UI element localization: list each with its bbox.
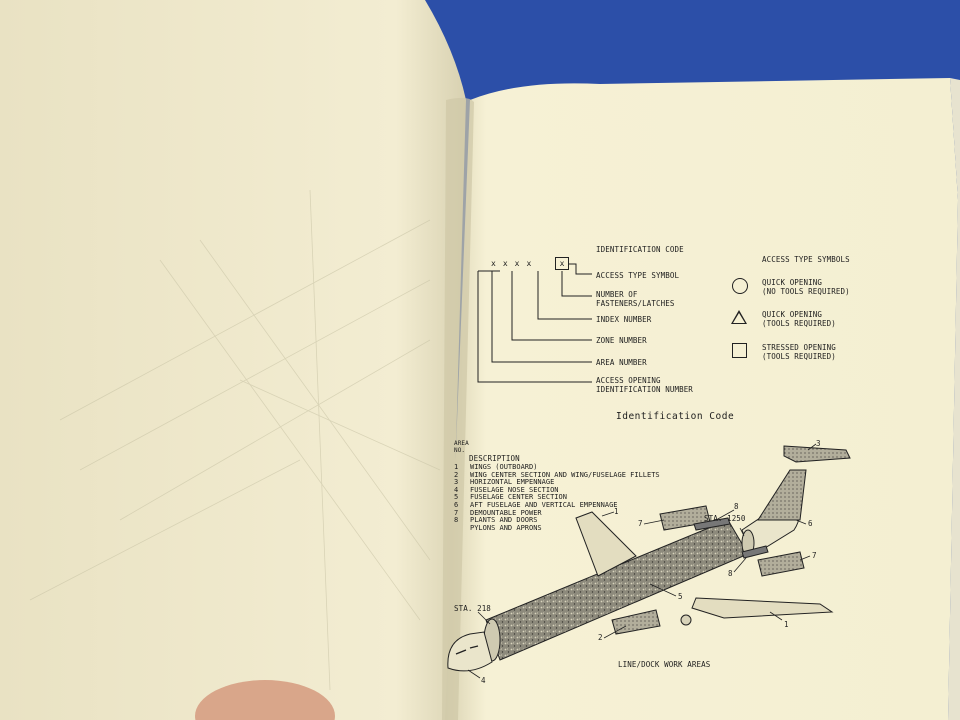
symbol-label-quick-no-tools: QUICK OPENING (NO TOOLS REQUIRED) (762, 278, 850, 296)
horizontal-tail (783, 445, 851, 463)
nose-section (447, 631, 493, 672)
table-row: 4 FUSELAGE NOSE SECTION (454, 485, 660, 495)
vertical-tail (757, 469, 807, 521)
area-table: 1 WINGS (OUTBOARD) 2 WING CENTER SECTION A… (454, 463, 660, 533)
sta-rear-label: STA. 1250 (704, 514, 746, 523)
area-no: 4 (454, 485, 459, 494)
table-row: PYLONS AND APRONS (454, 523, 660, 533)
table-row: 7 DEMOUNTABLE POWER (454, 508, 660, 518)
callout-5: 5 (678, 592, 683, 601)
right-page (445, 78, 958, 720)
label-area-number: AREA NUMBER (596, 358, 647, 367)
area-desc: AFT FUSELAGE AND VERTICAL EMPENNAGE (470, 500, 618, 509)
area-col-desc: DESCRIPTION (469, 454, 520, 463)
area-no: 2 (454, 470, 459, 479)
circle-icon (732, 278, 748, 294)
callout-7-lower: 7 (812, 551, 817, 560)
callout-4: 4 (481, 676, 486, 685)
area-desc: PYLONS AND APRONS (470, 523, 542, 532)
area-desc: HORIZONTAL EMPENNAGE (470, 478, 555, 487)
callout-6: 6 (808, 519, 813, 528)
engine-lower (757, 551, 805, 577)
label-index-number: INDEX NUMBER (596, 315, 652, 324)
area-desc: DEMOUNTABLE POWER (470, 508, 542, 517)
wing-outboard-right (691, 597, 834, 619)
callout-8-upper: 8 (734, 502, 739, 511)
wing-outboard-left (575, 511, 637, 577)
label-fasteners: NUMBER OF FASTENERS/LATCHES (596, 290, 675, 308)
label-opening-id: ACCESS OPENING IDENTIFICATION NUMBER (596, 376, 693, 394)
area-desc: WING CENTER SECTION AND WING/FUSELAGE FI… (470, 470, 660, 479)
table-row: 6 AFT FUSELAGE AND VERTICAL EMPENNAGE (454, 500, 660, 510)
label-access-type-symbol: ACCESS TYPE SYMBOL (596, 271, 680, 280)
area-no: 8 (454, 516, 459, 525)
label-zone-number: ZONE NUMBER (596, 336, 647, 345)
x-mark: x (514, 259, 520, 268)
symbol-label-stressed: STRESSED OPENING (TOOLS REQUIRED) (762, 343, 836, 361)
code-caption: Identification Code (616, 411, 735, 422)
code-heading: IDENTIFICATION CODE (596, 245, 684, 254)
code-x-marks: x x x x (491, 259, 531, 268)
wing-center-fillet (611, 609, 661, 635)
triangle-icon (731, 310, 747, 324)
table-row: 2 WING CENTER SECTION AND WING/FUSELAGE F… (454, 470, 660, 480)
access-symbols-heading: ACCESS TYPE SYMBOLS (762, 255, 850, 264)
area-no: 7 (454, 508, 459, 517)
door-panel-lower (741, 545, 769, 559)
thumb (195, 680, 335, 720)
callout-1-left-wing: 1 (614, 507, 619, 516)
square-icon (732, 343, 747, 358)
callout-1-right-wing: 1 (784, 620, 789, 629)
symbol-label-quick-tools: QUICK OPENING (TOOLS REQUIRED) (762, 310, 836, 328)
callout-2: 2 (598, 633, 603, 642)
area-desc: FUSELAGE NOSE SECTION (470, 485, 559, 494)
area-no: 6 (454, 500, 459, 509)
table-row: 5 FUSELAGE CENTER SECTION (454, 494, 660, 502)
area-no: 1 (454, 463, 459, 471)
callout-3: 3 (816, 439, 821, 448)
left-page (0, 0, 466, 720)
access-type-box: x (555, 257, 569, 270)
table-row: 8 PLANTS AND DOORS (454, 517, 660, 525)
table-row: 3 HORIZONTAL EMPENNAGE (454, 479, 660, 487)
sta-front-label: STA. 218 (454, 604, 491, 613)
area-desc: FUSELAGE CENTER SECTION (470, 493, 567, 502)
aircraft-caption: LINE/DOCK WORK AREAS (618, 660, 711, 669)
area-desc: PLANTS AND DOORS (470, 516, 538, 525)
area-no: 5 (454, 493, 459, 502)
bleed-through-lines (29, 189, 441, 691)
area-col-no: AREA NO. (454, 440, 469, 454)
table-row: 1 WINGS (OUTBOARD) (454, 463, 660, 472)
x-mark: x (502, 259, 508, 268)
x-mark: x (526, 259, 532, 268)
area-no: 3 (454, 478, 459, 487)
callout-7-upper: 7 (638, 519, 643, 528)
area-desc: WINGS (OUTBOARD) (470, 463, 538, 471)
callout-8-lower: 8 (728, 569, 733, 578)
x-mark: x (491, 259, 496, 268)
